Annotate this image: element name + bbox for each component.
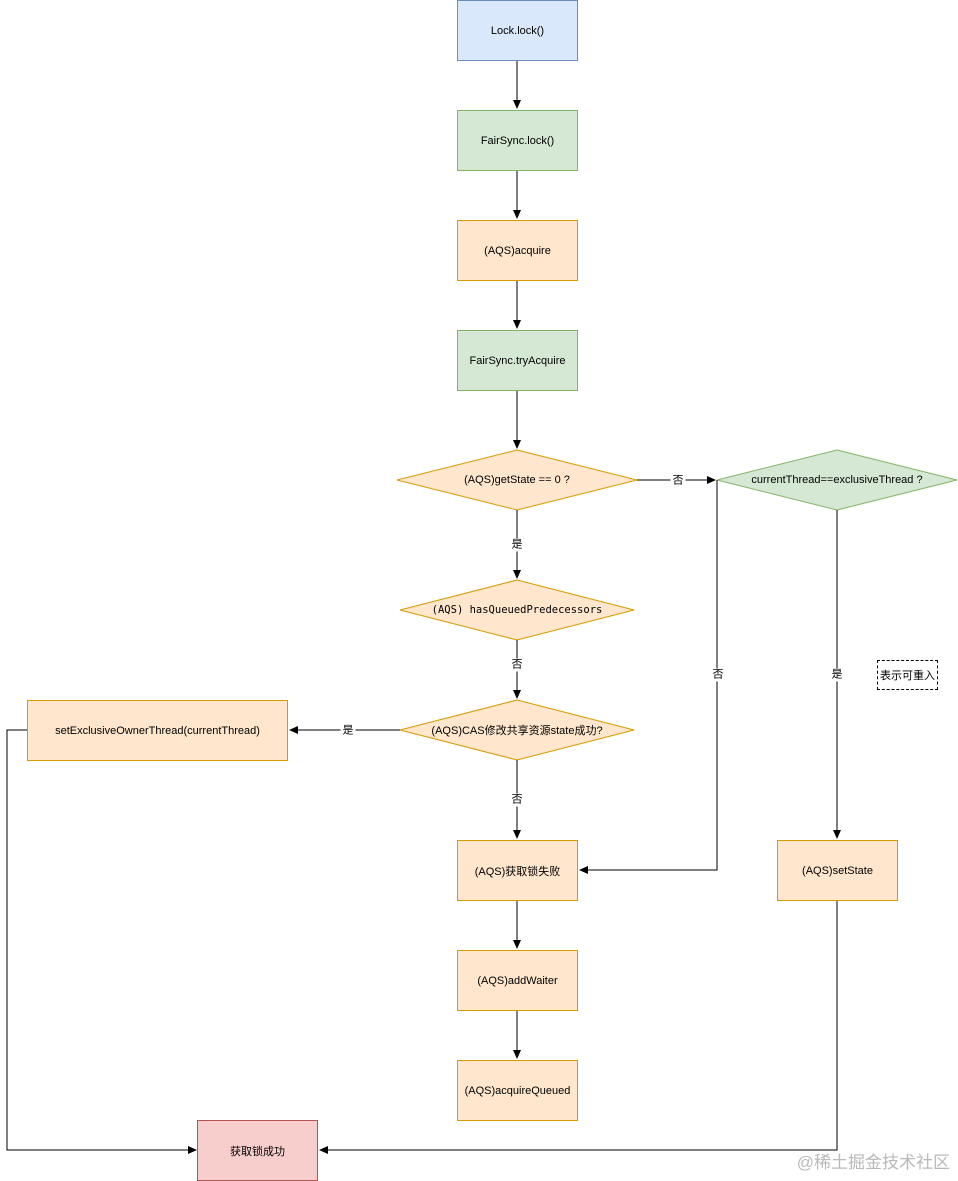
acquire-queued-node: (AQS)acquireQueued: [457, 1060, 578, 1121]
edge-currentthread-no: [579, 480, 718, 874]
edge-setstate-to-success: [319, 900, 838, 1154]
edge-label-currentthread-yes: 是: [829, 668, 845, 682]
acquire-failed-node: (AQS)获取锁失败: [457, 840, 578, 901]
set-exclusive-owner-node: setExclusiveOwnerThread(currentThread): [27, 700, 288, 761]
edge-label-getstate-yes: 是: [509, 538, 525, 552]
edge-label-cas-yes: 是: [340, 724, 356, 738]
edge-label-getstate-no: 否: [670, 474, 686, 488]
lock-lock-node: Lock.lock(): [457, 0, 578, 61]
has-queued-label: (AQS) hasQueuedPredecessors: [431, 604, 603, 616]
acquire-success-node: 获取锁成功: [197, 1120, 318, 1181]
edge-label-currentthread-no: 否: [710, 668, 726, 682]
cas-label: (AQS)CAS修改共享资源state成功?: [431, 725, 603, 737]
aqs-acquire-node: (AQS)acquire: [457, 220, 578, 281]
edge-label-hasqueued-no: 否: [509, 658, 525, 672]
add-waiter-node: (AQS)addWaiter: [457, 950, 578, 1011]
watermark: @稀土掘金技术社区: [796, 1153, 950, 1172]
current-thread-label: currentThread==exclusiveThread ?: [751, 474, 923, 486]
edge-label-cas-no: 否: [509, 793, 525, 807]
reentrant-note: 表示可重入: [877, 660, 938, 690]
fairsync-lock-node: FairSync.lock(): [457, 110, 578, 171]
edge-setexclusive-to-success: [6, 729, 197, 1154]
fairsync-tryacquire-node: FairSync.tryAcquire: [457, 330, 578, 391]
get-state-label: (AQS)getState == 0 ?: [464, 474, 570, 486]
set-state-node: (AQS)setState: [777, 840, 898, 901]
